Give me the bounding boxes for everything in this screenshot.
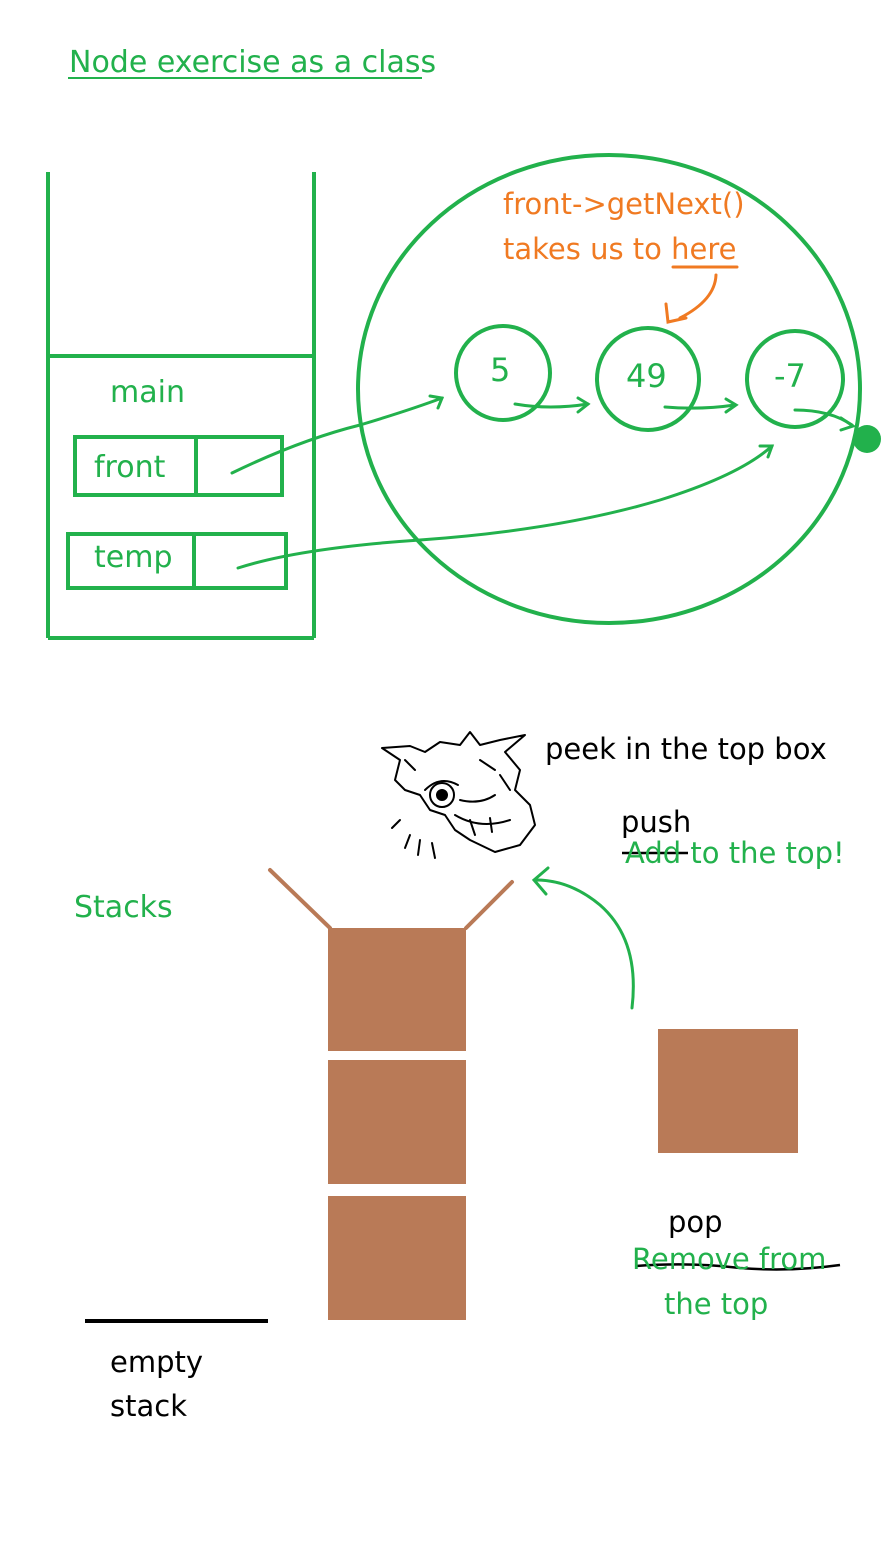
call-stack-frame [46,172,316,640]
pop-rest-text: the top [664,1287,769,1321]
heap-note-line2-prefix: takes us to [503,232,672,266]
node-value-neg7: -7 [774,357,806,395]
null-dot [853,425,881,453]
page-title: Node exercise as a class [69,45,437,80]
var-label-front: front [94,450,166,485]
stack-box-bottom [328,1196,466,1320]
push-description: Add to the top! [625,839,845,868]
push-rest-text: to the top! [681,836,845,870]
peek-label: peek in the top box [545,732,827,766]
temp-var-box [66,532,288,590]
stack-box-middle [328,1060,466,1184]
temp-pointer-arrow [236,444,775,570]
push-label: push [621,805,692,839]
node-circle-49 [595,326,701,432]
node-circle-neg7 [745,329,845,429]
var-label-temp: temp [94,540,173,575]
stack-flaps [268,868,514,930]
loose-box [658,1029,798,1153]
empty-stack-line1: empty [110,1345,204,1379]
push-arrow [531,866,635,1010]
node-arrows [513,396,857,432]
stacks-heading: Stacks [74,890,173,925]
front-var-box [73,435,284,497]
heap-note-line1: front->getNext() [503,187,745,221]
pop-strike [635,1263,841,1271]
pop-label: pop [668,1205,723,1239]
front-pointer-arrow [230,394,445,475]
stack-box-top [328,928,466,1051]
heap-circle [356,153,862,625]
heap-note-line2: takes us to here [503,235,736,264]
node-value-5: 5 [490,351,511,389]
push-struck-word: Add [625,836,682,870]
here-annotation-arrow [664,265,739,324]
heap-note-here: here [671,232,737,266]
empty-stack-line2: stack [110,1389,187,1423]
node-circle-5 [454,324,552,422]
frame-label-main: main [110,375,185,410]
node-value-49: 49 [626,357,667,395]
peek-creature-doodle [381,731,536,859]
pop-struck-text: Remove from [632,1242,827,1276]
